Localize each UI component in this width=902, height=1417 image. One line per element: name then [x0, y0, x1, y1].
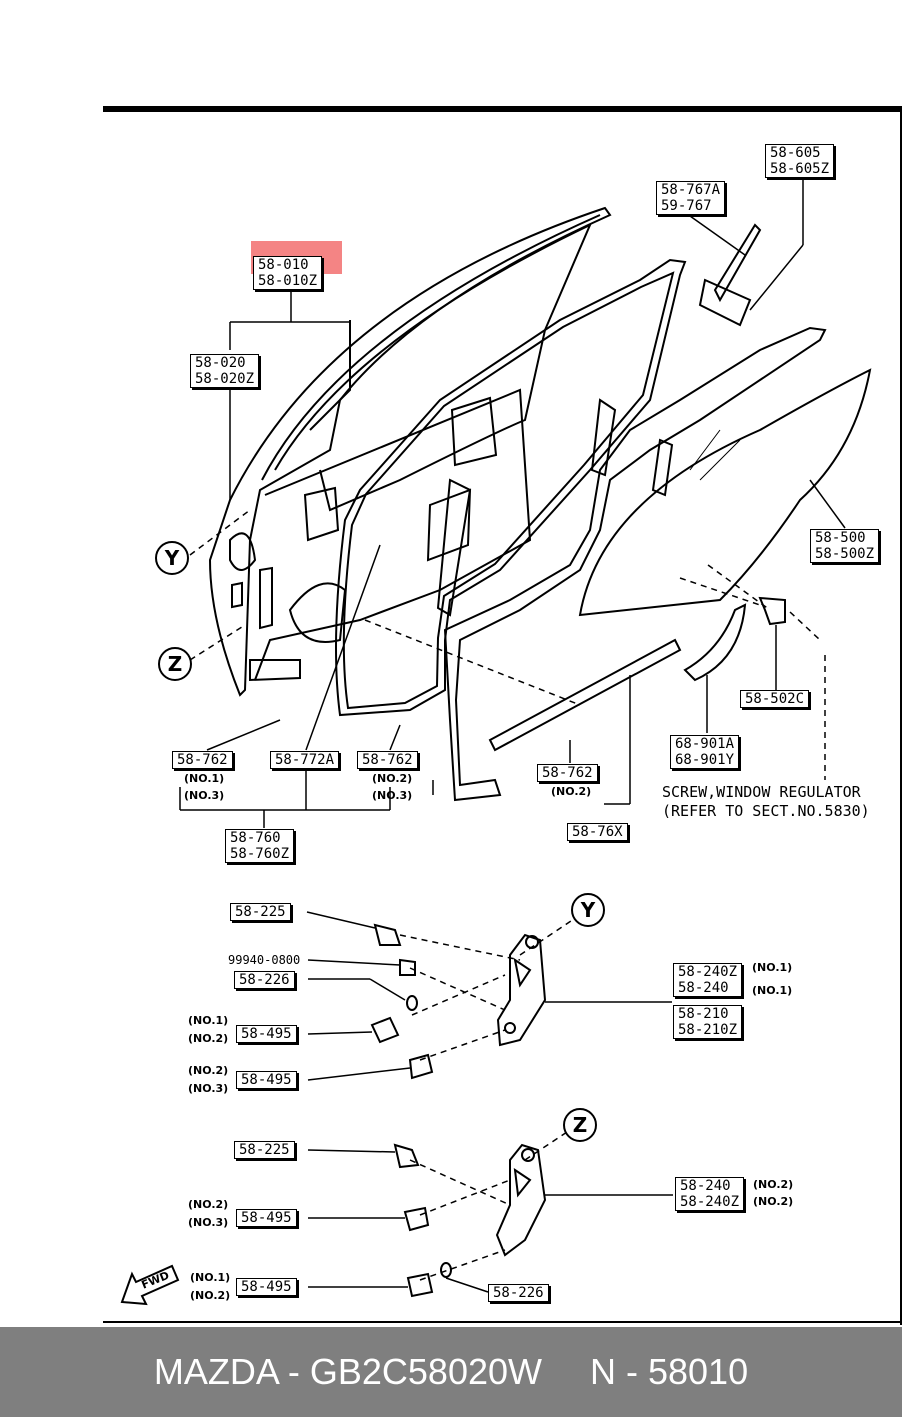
top-rule: [103, 106, 902, 112]
lower-hinge-drawing: [393, 1143, 547, 1298]
callout-58-226-top[interactable]: 58-226: [234, 971, 295, 989]
leader-lines: [179, 178, 846, 828]
dashed-lines: [189, 509, 826, 1281]
weatherstrip-drawing: [335, 258, 827, 802]
ref-circle-y-upper: Y: [155, 541, 189, 575]
note-no3-right: (NO.3): [372, 789, 413, 802]
callout-58-226-bottom[interactable]: 58-226: [488, 1284, 549, 1302]
note-no2-mid: (NO.2): [551, 785, 592, 798]
callout-58-76X[interactable]: 58-76X: [567, 823, 628, 841]
note-no3-left: (NO.3): [184, 789, 225, 802]
note-495d-1: (NO.1): [190, 1271, 231, 1284]
note-495b-1: (NO.2): [188, 1064, 229, 1077]
callout-58-495-c[interactable]: 58-495: [236, 1209, 297, 1227]
callout-58-762-mid[interactable]: 58-762: [537, 764, 598, 782]
fwd-arrow-icon: FWD: [120, 1262, 180, 1306]
callout-58-495-a[interactable]: 58-495: [236, 1025, 297, 1043]
callout-58-502C[interactable]: 58-502C: [740, 690, 810, 708]
callout-58-495-d[interactable]: 58-495: [236, 1278, 297, 1296]
callout-58-772A[interactable]: 58-772A: [270, 751, 340, 769]
footer-part-number: MAZDA - GB2C58020W: [153, 1351, 542, 1392]
note-495c-2: (NO.3): [188, 1216, 229, 1229]
ref-circle-z-upper: Z: [158, 647, 192, 681]
callout-58-495-b[interactable]: 58-495: [236, 1071, 297, 1089]
screw-window-regulator-note: SCREW,WINDOW REGULATOR: [662, 783, 861, 801]
note-495c-1: (NO.2): [188, 1198, 229, 1211]
note-240b-1: (NO.2): [753, 1178, 794, 1191]
ref-circle-z-lower: Z: [563, 1108, 597, 1142]
note-240z-1: (NO.1): [752, 961, 793, 974]
door-shell-drawing: [208, 206, 612, 697]
refer-section-note: (REFER TO SECT.NO.5830): [662, 802, 870, 820]
note-240z-2: (NO.1): [752, 984, 793, 997]
note-495d-2: (NO.2): [190, 1289, 231, 1302]
note-240b-2: (NO.2): [753, 1195, 794, 1208]
part-99940-0800[interactable]: 99940-0800: [228, 953, 301, 967]
footer-section: N - 58010: [590, 1351, 749, 1392]
note-495b-2: (NO.3): [188, 1082, 229, 1095]
note-no1-left: (NO.1): [184, 772, 225, 785]
callout-58-225-top[interactable]: 58-225: [230, 903, 291, 921]
note-no2-right: (NO.2): [372, 772, 413, 785]
upper-hinge-drawing: [370, 923, 547, 1080]
ref-circle-y-lower: Y: [571, 893, 605, 927]
callout-58-762-left[interactable]: 58-762: [172, 751, 233, 769]
note-495a-2: (NO.2): [188, 1032, 229, 1045]
window-glass-drawing: [578, 368, 872, 617]
footer-bar: MAZDA - GB2C58020W N - 58010: [0, 1327, 902, 1417]
callout-58-762-right[interactable]: 58-762: [357, 751, 418, 769]
note-495a-1: (NO.1): [188, 1014, 229, 1027]
callout-58-225-bottom[interactable]: 58-225: [234, 1141, 295, 1159]
